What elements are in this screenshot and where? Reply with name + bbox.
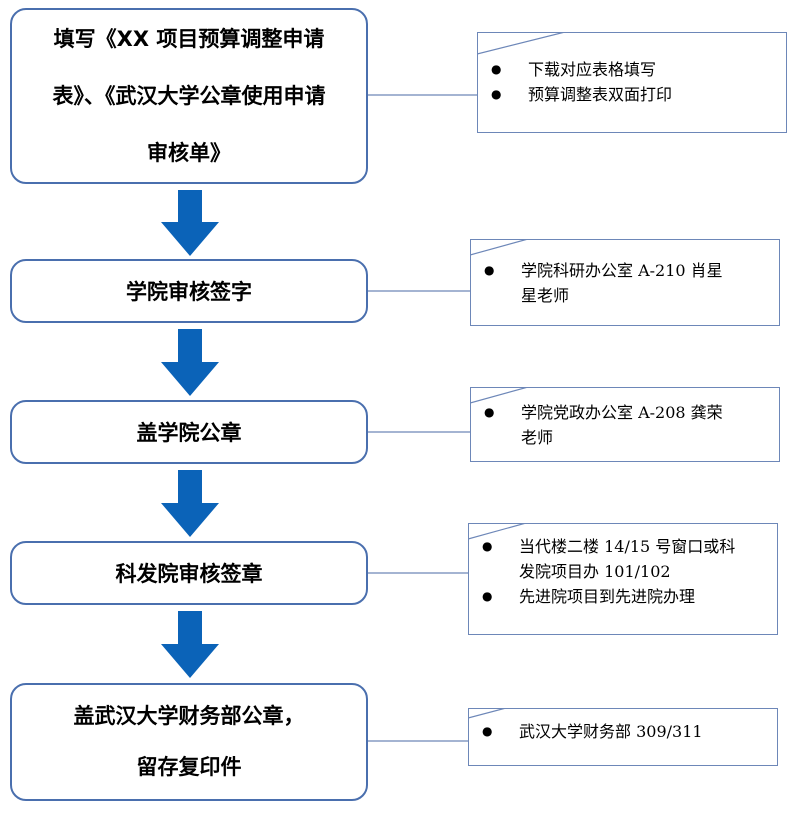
note-college-seal: ●学院党政办公室 A-208 龚荣 老师 <box>469 386 780 462</box>
note-fold-icon <box>469 238 528 256</box>
note-fold-icon <box>467 707 506 719</box>
note-fold-icon <box>469 386 528 404</box>
note-fold-icon <box>476 31 565 55</box>
step-4-line-1: 科发院审核签章 <box>115 562 263 586</box>
bullet-icon: ● <box>491 87 502 101</box>
step-5-line-1: 盖武汉大学财务部公章， <box>73 704 305 728</box>
down-arrow-2 <box>161 329 219 396</box>
bullet-icon: ● <box>491 62 502 76</box>
step-fill-forms: 填写《XX 项目预算调整申请 表》、《武汉大学公章使用申请 审核单》 <box>10 8 368 184</box>
note-4-item-1: ●当代楼二楼 14/15 号窗口或科 <box>482 537 736 556</box>
note-4-item-1-cont: 发院项目办 101/102 <box>519 562 671 581</box>
bullet-icon: ● <box>482 724 493 738</box>
step-1-line-3: 审核单》 <box>147 140 231 165</box>
bullet-icon: ● <box>482 539 493 553</box>
step-2-line-1: 学院审核签字 <box>126 280 252 304</box>
note-research-office: ●当代楼二楼 14/15 号窗口或科 发院项目办 101/102 ●先进院项目到… <box>467 522 778 635</box>
bullet-icon: ● <box>484 263 495 277</box>
step-3-line-1: 盖学院公章 <box>136 421 242 445</box>
note-4-item-2: ●先进院项目到先进院办理 <box>482 587 696 606</box>
note-college-review: ●学院科研办公室 A-210 肖星 星老师 <box>469 238 780 326</box>
step-finance-seal: 盖武汉大学财务部公章， 留存复印件 <box>10 683 368 801</box>
note-fill-forms: ●下载对应表格填写 ●预算调整表双面打印 <box>476 31 787 133</box>
note-finance: ●武汉大学财务部 309/311 <box>467 707 778 766</box>
note-2-item-1: ●学院科研办公室 A-210 肖星 <box>484 261 723 280</box>
step-college-seal: 盖学院公章 <box>10 400 368 464</box>
note-1-item-2: ●预算调整表双面打印 <box>491 85 673 104</box>
bullet-icon: ● <box>484 405 495 419</box>
note-fold-icon <box>467 522 526 540</box>
step-research-office-review: 科发院审核签章 <box>10 541 368 605</box>
step-college-review: 学院审核签字 <box>10 259 368 323</box>
note-5-item-1: ●武汉大学财务部 309/311 <box>482 722 703 741</box>
note-1-item-1: ●下载对应表格填写 <box>491 60 657 79</box>
down-arrow-3 <box>161 470 219 537</box>
step-5-line-2: 留存复印件 <box>136 755 242 779</box>
bullet-icon: ● <box>482 589 493 603</box>
connector-lines <box>368 94 478 742</box>
down-arrow-4 <box>161 611 219 678</box>
note-2-item-1-cont: 星老师 <box>521 286 570 305</box>
down-arrow-1 <box>161 190 219 256</box>
note-3-item-1-cont: 老师 <box>521 428 554 447</box>
step-1-line-1: 填写《XX 项目预算调整申请 <box>53 26 325 51</box>
note-3-item-1: ●学院党政办公室 A-208 龚荣 <box>484 403 723 422</box>
step-1-line-2: 表》、《武汉大学公章使用申请 <box>52 83 326 108</box>
